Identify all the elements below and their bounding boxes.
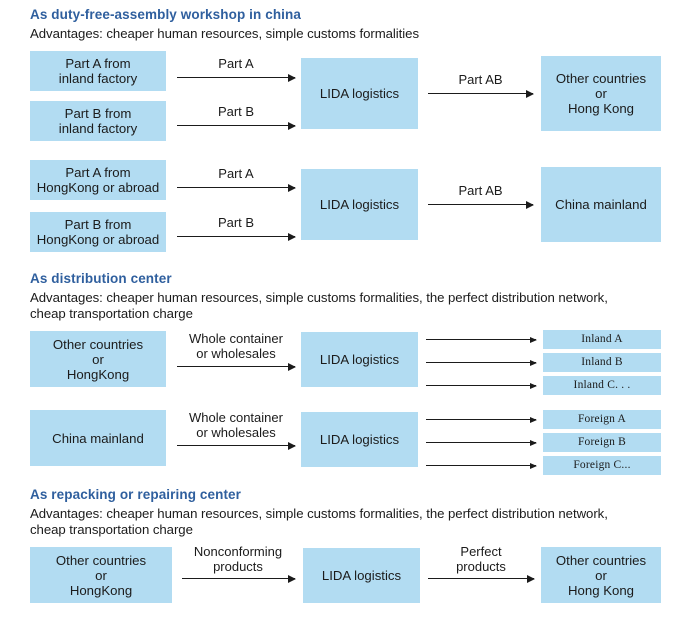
section-advantages-duty-free-assembly: Advantages: cheaper human resources, sim… bbox=[30, 26, 419, 41]
hub-box-lida-logistics-outbound: LIDA logistics bbox=[301, 412, 418, 467]
arrow-label-whole-container-outbound: Whole container or wholesales bbox=[189, 410, 283, 440]
hub-box-lida-logistics-inbound: LIDA logistics bbox=[301, 332, 418, 387]
arrow-label-perfect-products: Perfect products bbox=[456, 544, 506, 574]
destination-box-other-countries-hong-kong: Other countries or Hong Kong bbox=[541, 56, 661, 131]
destination-box-china-mainland: China mainland bbox=[541, 167, 661, 242]
arrow-part-a-hongkong bbox=[177, 184, 296, 192]
arrow-label-part-b-hongkong: Part B bbox=[217, 215, 255, 230]
arrow-inland-c bbox=[426, 382, 537, 389]
arrow-foreign-c bbox=[426, 462, 537, 469]
arrow-part-b-hongkong bbox=[177, 233, 296, 241]
section-title-duty-free-assembly: As duty-free-assembly workshop in china bbox=[30, 7, 301, 22]
destination-box-inland-a: Inland A bbox=[543, 330, 661, 349]
arrow-nonconforming-products bbox=[182, 575, 296, 583]
hub-box-lida-logistics-inland: LIDA logistics bbox=[301, 58, 418, 129]
source-box-part-b-inland: Part B from inland factory bbox=[30, 101, 166, 141]
destination-box-foreign-a: Foreign A bbox=[543, 410, 661, 429]
arrow-label-part-a-hongkong: Part A bbox=[218, 166, 254, 181]
arrow-label-nonconforming-products: Nonconforming products bbox=[193, 544, 283, 574]
source-box-part-a-inland: Part A from inland factory bbox=[30, 51, 166, 91]
destination-box-inland-b: Inland B bbox=[543, 353, 661, 372]
source-box-part-a-hongkong: Part A from HongKong or abroad bbox=[30, 160, 166, 200]
hub-box-lida-logistics-repacking: LIDA logistics bbox=[303, 548, 420, 603]
destination-box-inland-c: Inland C. . . bbox=[543, 376, 661, 395]
destination-box-foreign-b: Foreign B bbox=[543, 433, 661, 452]
arrow-foreign-a bbox=[426, 416, 537, 423]
arrow-part-ab-hongkong bbox=[428, 201, 534, 209]
arrow-label-part-ab-hongkong: Part AB bbox=[458, 183, 503, 198]
arrow-part-b-inland bbox=[177, 122, 296, 130]
arrow-part-a-inland bbox=[177, 74, 296, 82]
section-title-distribution-center: As distribution center bbox=[30, 271, 172, 286]
source-box-other-countries-hongkong-distribution: Other countries or HongKong bbox=[30, 331, 166, 387]
section-advantages-repacking-repairing-center: Advantages: cheaper human resources, sim… bbox=[30, 506, 608, 537]
arrow-whole-container-inbound bbox=[177, 363, 296, 371]
arrow-part-ab-inland bbox=[428, 90, 534, 98]
hub-box-lida-logistics-hongkong: LIDA logistics bbox=[301, 169, 418, 240]
section-title-repacking-repairing-center: As repacking or repairing center bbox=[30, 487, 242, 502]
section-advantages-distribution-center: Advantages: cheaper human resources, sim… bbox=[30, 290, 608, 321]
arrow-inland-a bbox=[426, 336, 537, 343]
arrow-perfect-products bbox=[428, 575, 535, 583]
arrow-label-part-b-inland: Part B bbox=[217, 104, 255, 119]
destination-box-other-countries-hong-kong-repacking: Other countries or Hong Kong bbox=[541, 547, 661, 603]
source-box-other-countries-hongkong-repacking: Other countries or HongKong bbox=[30, 547, 172, 603]
arrow-foreign-b bbox=[426, 439, 537, 446]
source-box-china-mainland-distribution: China mainland bbox=[30, 410, 166, 466]
arrow-label-whole-container-inbound: Whole container or wholesales bbox=[189, 331, 283, 361]
arrow-label-part-a-inland: Part A bbox=[218, 56, 254, 71]
destination-box-foreign-c: Foreign C... bbox=[543, 456, 661, 475]
arrow-label-part-ab-inland: Part AB bbox=[458, 72, 503, 87]
source-box-part-b-hongkong: Part B from HongKong or abroad bbox=[30, 212, 166, 252]
arrow-whole-container-outbound bbox=[177, 442, 296, 450]
arrow-inland-b bbox=[426, 359, 537, 366]
